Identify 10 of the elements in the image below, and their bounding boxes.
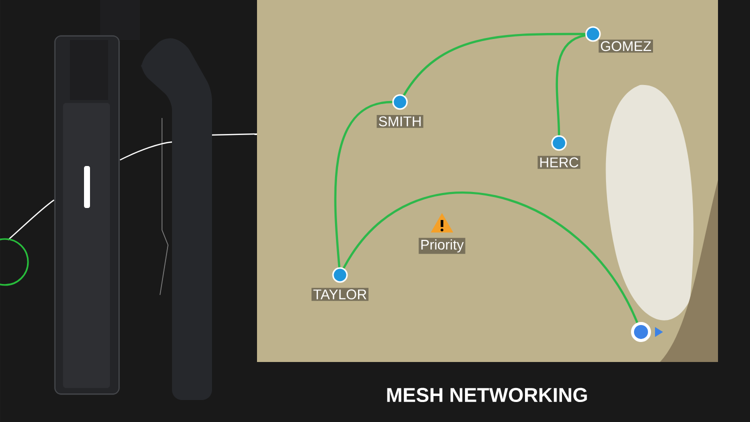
title: MESH NETWORKING (387, 388, 587, 402)
map-pin: HERC (538, 135, 580, 169)
route-line (556, 34, 586, 136)
location-marker (631, 322, 663, 342)
route-line (342, 192, 638, 324)
map-pin: TAYLOR (312, 267, 368, 301)
route-line (402, 32, 586, 96)
map-pin: GOMEZ (585, 26, 653, 53)
route-line (334, 100, 392, 268)
map-pin: SMITH (376, 94, 424, 128)
